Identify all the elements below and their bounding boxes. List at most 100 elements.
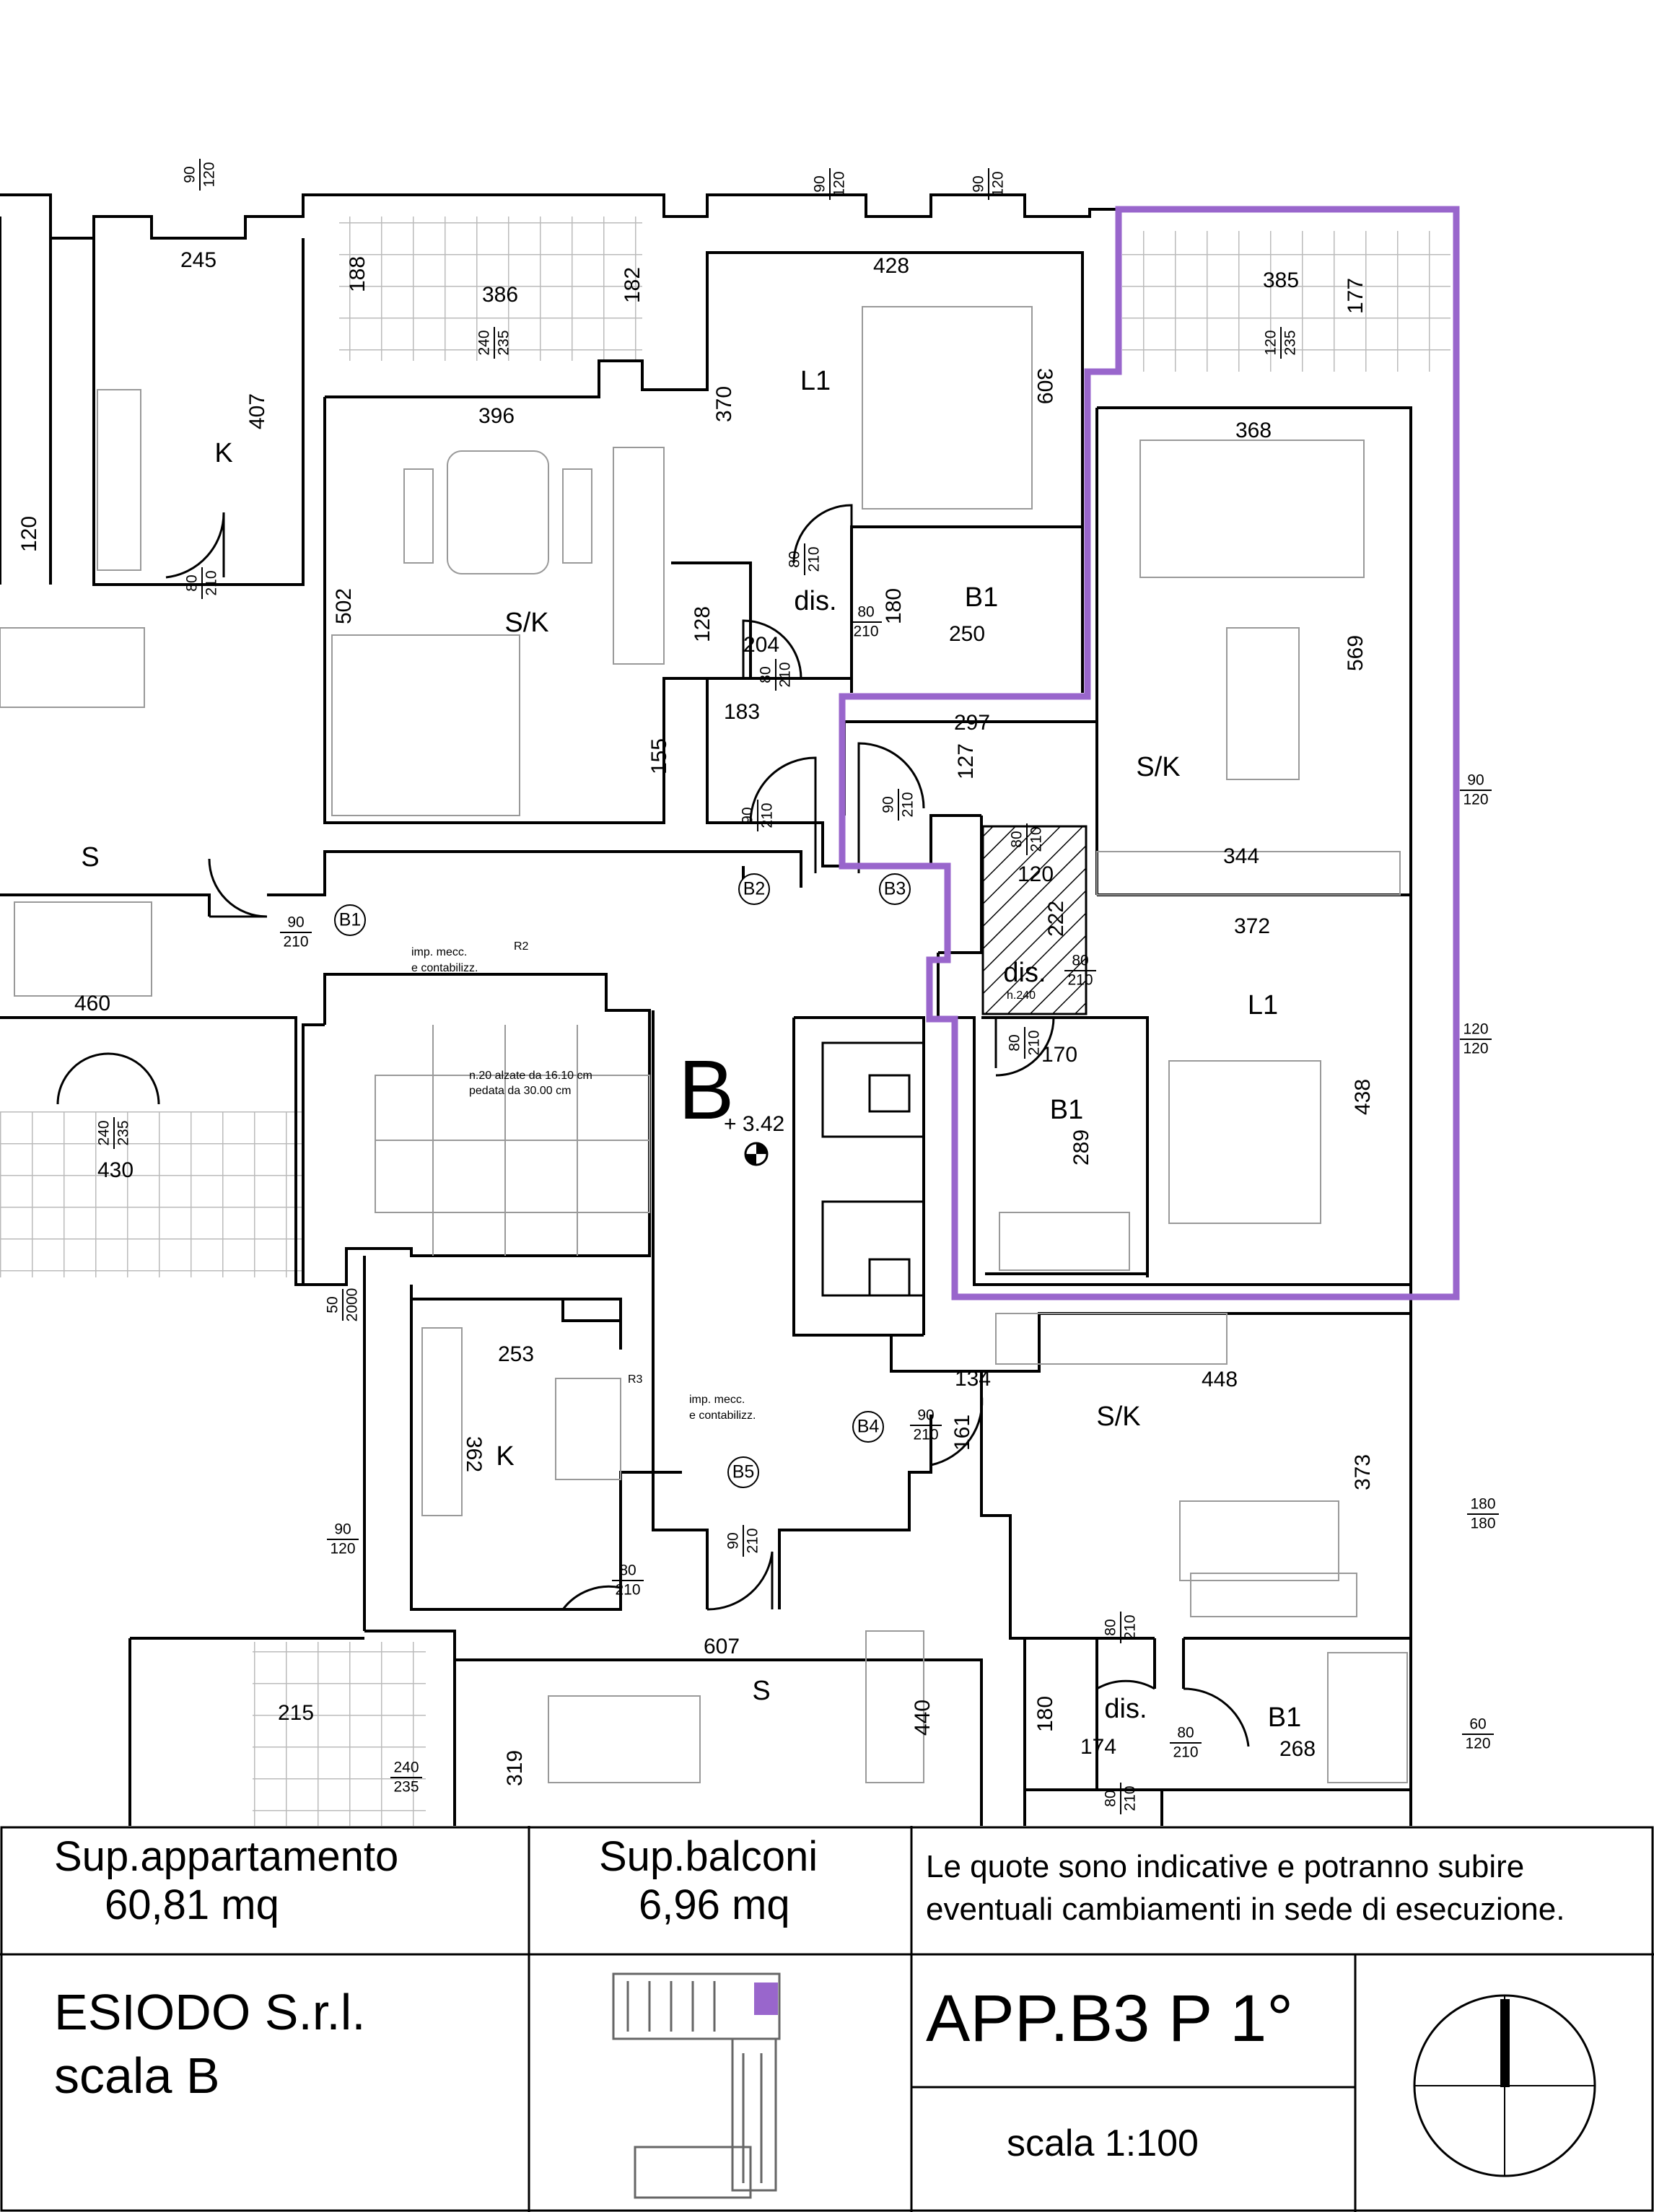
dimension-label: 373 [1351, 1454, 1375, 1490]
annotation-text: pedata da 30.00 cm [469, 1085, 571, 1097]
dimension-label: 396 [478, 404, 515, 428]
dimension-label: 120 [17, 516, 41, 552]
opening-width: 180 [1470, 1496, 1495, 1513]
annotation-text: e contabilizz. [689, 1409, 756, 1422]
annotation-text: R2 [514, 940, 529, 953]
key-plan-apartment-highlight [754, 1983, 778, 2015]
opening-width: 240 [393, 1759, 419, 1776]
shaft-hatched [981, 825, 1088, 1015]
entrance-label: B1 [339, 910, 362, 930]
room-label: dis. [794, 586, 836, 616]
opening-height: 210 [283, 934, 308, 950]
dimension-label: 368 [1235, 419, 1272, 442]
balcony-area-value: 6,96 mq [639, 1881, 790, 1928]
dimension-label: 215 [278, 1701, 314, 1725]
balconies [0, 217, 1450, 1826]
disclaimer-line-2: eventuali cambiamenti in sede di esecuzi… [926, 1891, 1565, 1927]
opening-width: 120 [1463, 1021, 1488, 1038]
dimension-label: 222 [1044, 901, 1068, 937]
dimension-label: 440 [911, 1700, 935, 1736]
dimension-label: 407 [245, 393, 269, 429]
company-block: ESIODO S.r.l. scala B [54, 1981, 366, 2107]
dimension-label: 428 [873, 254, 909, 278]
room-label: L1 [800, 366, 831, 396]
opening-height: 210 [1026, 1030, 1043, 1055]
opening-height: 210 [1173, 1744, 1198, 1761]
dimension-label: 128 [691, 606, 714, 642]
opening-width: 80 [857, 604, 874, 621]
entrance-circle [727, 1456, 759, 1488]
opening-width: 80 [184, 574, 201, 591]
level-marker [744, 1142, 769, 1166]
opening-width: 50 [325, 1296, 341, 1313]
door-swings [56, 504, 1250, 1747]
opening-width: 90 [740, 807, 756, 823]
title-block: Sup.appartamento 60,81 mq Sup.balconi 6,… [0, 1826, 1654, 2212]
dimension-label: 448 [1202, 1368, 1238, 1391]
dimension-label: 319 [503, 1750, 527, 1786]
walls [0, 193, 1412, 1826]
opening-width: 80 [1009, 831, 1025, 847]
annotations: imp. mecc. e contabilizz. R2 n.20 alzate da… [411, 940, 1036, 1422]
dimension-label: 607 [704, 1635, 740, 1658]
annotation-text: n.20 alzate da 16.10 cm [469, 1070, 592, 1082]
apartment-area: Sup.appartamento 60,81 mq [54, 1833, 398, 1929]
dimension-label: 182 [621, 267, 644, 303]
opening-height: 120 [1463, 792, 1488, 808]
opening-width: 80 [758, 666, 774, 683]
opening-width: 90 [971, 175, 987, 192]
dimension-label: 155 [647, 738, 671, 774]
opening-width: 80 [1103, 1619, 1119, 1635]
dimension-label: 502 [332, 588, 356, 624]
room-label: S [81, 842, 99, 873]
opening-width: 90 [725, 1532, 742, 1549]
opening-height: 120 [330, 1541, 355, 1557]
opening-height: 210 [913, 1427, 938, 1443]
annotation-text: h.240 [1007, 989, 1036, 1002]
dimension-label: 289 [1069, 1129, 1093, 1166]
opening-height: 210 [615, 1582, 640, 1599]
entrance-label: B2 [743, 879, 766, 899]
furniture [0, 306, 1408, 1783]
apartment-area-value: 60,81 mq [105, 1881, 279, 1928]
disclaimer-line-1: Le quote sono indicative e potranno subi… [926, 1849, 1525, 1884]
drawing-scale: scala 1:100 [1007, 2123, 1199, 2164]
dimension-label: 430 [97, 1158, 134, 1182]
room-label: S/K [1096, 1402, 1140, 1432]
opening-width: 60 [1469, 1716, 1486, 1733]
opening-width: 80 [619, 1562, 636, 1579]
dimension-label: 180 [882, 588, 906, 624]
entrance-circle [879, 873, 911, 905]
apartment-outline [839, 206, 1460, 1300]
opening-width: 90 [812, 175, 828, 192]
dimension-label: 309 [1033, 368, 1056, 404]
dimension-label: 170 [1041, 1043, 1077, 1067]
apartment-code: APP.B3 P 1° [926, 1982, 1294, 2055]
opening-height: 180 [1470, 1516, 1495, 1532]
stair-name: scala B [54, 2047, 220, 2104]
opening-height: 210 [806, 546, 823, 572]
opening-width: 90 [334, 1521, 351, 1538]
annotation-text: imp. mecc. [411, 946, 467, 958]
dimension-label: 127 [954, 743, 978, 779]
balcony-area-label: Sup.balconi [599, 1833, 818, 1880]
room-label: S/K [504, 608, 548, 638]
opening-width: 90 [880, 796, 897, 813]
opening-height: 235 [393, 1779, 419, 1796]
annotation-text: e contabilizz. [411, 962, 478, 974]
entrance-circle [852, 1411, 884, 1443]
dimension-label: 344 [1223, 844, 1259, 868]
